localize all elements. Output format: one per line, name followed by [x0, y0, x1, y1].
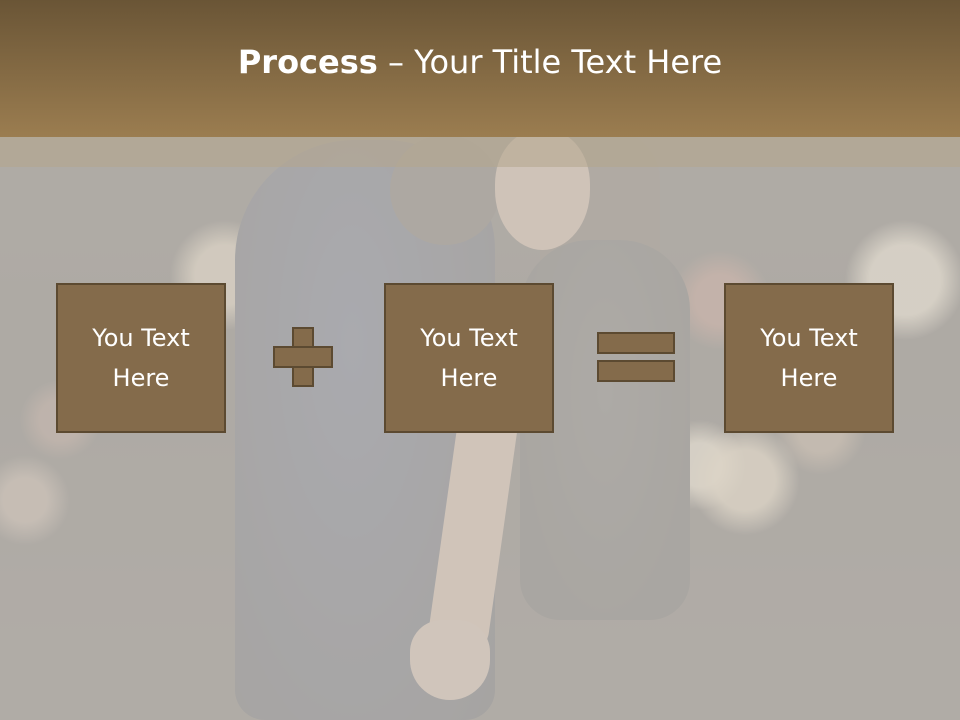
equals-icon-top-bar: [597, 332, 675, 354]
slide-title[interactable]: Process – Your Title Text Here: [238, 43, 722, 81]
title-bar: Process – Your Title Text Here: [0, 0, 960, 137]
slide-title-bold: Process: [237, 42, 378, 81]
plus-icon-center: [294, 348, 312, 366]
process-box-3[interactable]: You Text Here: [724, 283, 894, 433]
process-box-2[interactable]: You Text Here: [384, 283, 554, 433]
equals-icon-bottom-bar: [597, 360, 675, 382]
process-box-1-line2: Here: [112, 364, 170, 392]
process-box-1[interactable]: You Text Here: [56, 283, 226, 433]
process-box-2-line1: You Text: [420, 324, 518, 352]
title-underband: [0, 137, 960, 167]
process-box-1-line1: You Text: [92, 324, 190, 352]
process-box-2-line2: Here: [440, 364, 498, 392]
process-box-3-line1: You Text: [760, 324, 858, 352]
process-box-3-line2: Here: [780, 364, 838, 392]
slide-title-rest: – Your Title Text Here: [377, 42, 723, 81]
